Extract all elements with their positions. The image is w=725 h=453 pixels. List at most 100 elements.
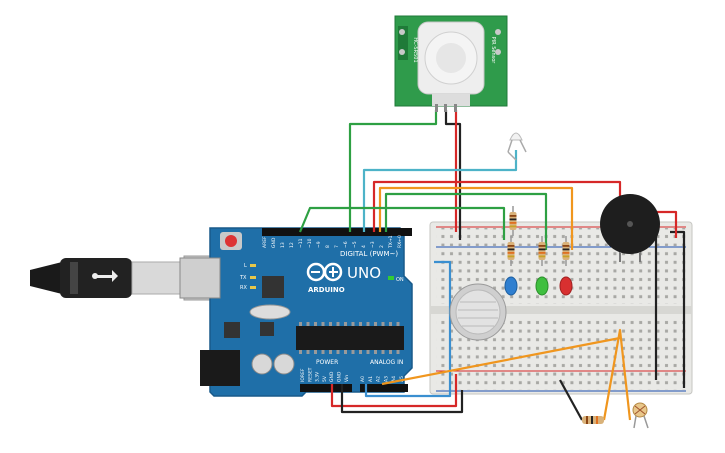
chip-pin [314,322,317,326]
digital-pin-label-13: 2 [379,245,385,248]
chip-pin [359,350,362,354]
breadboard [429,221,693,395]
gas-sensor-wire [364,260,452,398]
analog-pin-label-1: A1 [368,376,374,382]
analog-header-label: ANALOG IN [370,359,403,366]
power-pin-label-5: GND [337,371,343,382]
arduino-logo-icon [306,262,343,282]
resistor-3 [562,236,570,266]
red-led-wire [378,186,574,250]
digital-pin-label-14: TX→1 [388,235,394,249]
right-ground-rail-wire [670,230,686,388]
chip-pin [381,350,385,354]
chip-pin [329,322,332,326]
on-led [388,276,394,280]
chip-pin [336,322,340,326]
power-5v-wire [330,374,458,408]
digital-header-label: DIGITAL (PWM~) [340,250,398,258]
crystal [249,304,291,320]
usb-chip [262,276,284,298]
chip-pin [329,350,332,354]
resistor-1 [507,236,515,266]
rx-label: RX [240,285,247,291]
reset-button[interactable] [220,232,242,250]
photoresistor-leg-wire [602,328,632,421]
power-jack [200,350,240,386]
pir-left-text: HC-SR501 [412,37,418,62]
pir-motion-sensor-icon: HC-SR501 PIR Sensor [394,15,508,112]
analog-pin-label-4: A4 [391,376,397,382]
capacitor-small [260,322,274,336]
uno-label: UNO [347,264,381,282]
chip-pin [381,322,385,326]
on-label: ON [396,277,404,283]
chip-pin [396,350,400,354]
digital-pin-label-4: ~11 [298,238,304,248]
power-pin-label-6: Vin [344,375,350,382]
digital-pin-label-5: ~10 [307,238,313,248]
resistors [507,206,570,266]
pir-signal-wire [348,110,438,232]
capacitor-right [273,353,295,375]
atmega-chip [296,326,404,350]
chip-pin [306,350,310,354]
chip-pin [366,350,370,354]
power-pin-label-0: IOREF [300,368,306,382]
digital-pin-label-6: ~9 [316,241,322,248]
piezo-buzzer-icon [600,194,660,262]
digital-pin-label-10: ~5 [352,241,358,248]
chip-pin [321,322,325,326]
chip-pin [321,350,325,354]
chip-pin [344,322,347,326]
l-label: L [244,263,247,269]
digital-pin-label-9: ~6 [343,241,349,248]
chip-pin [314,350,317,354]
green-led-wire [384,192,548,250]
chip-pin [344,350,347,354]
digital-pin-label-3: 12 [289,242,295,248]
chip-pin [389,350,392,354]
pir-right-text: PIR Sensor [490,37,496,65]
digital-pin-label-7: 8 [325,245,331,248]
power-pin-label-2: 3.3V [315,371,321,382]
digital-pin-label-11: 4 [361,245,367,248]
analog-pin-label-0: A0 [360,376,366,382]
digital-pin-label-15: RX←0 [397,235,403,248]
power-header [300,384,352,392]
red-led [559,276,573,296]
power-pin-label-3: 5V [322,375,328,382]
photoresistor-signal-wire [381,336,621,386]
chip-pin [336,350,340,354]
chip-pin [299,350,302,354]
blue-led-wire [298,206,506,240]
tx-led [250,276,256,279]
green-led [535,276,549,296]
resistor-ground-wire [559,379,583,421]
chip-pin [351,350,355,354]
chip-pin [359,322,362,326]
resistor-2 [538,236,546,266]
blue-led [504,276,518,296]
analog-header [360,384,408,392]
chip-pin [351,322,355,326]
analog-pin-label-5: A5 [399,376,405,382]
tx-label: TX [239,275,247,281]
ground-wire [340,384,464,414]
digital-pin-label-1: GND [271,237,277,248]
digital-pin-label-8: 7 [334,245,340,248]
pulldown-resistor [582,416,604,424]
analog-pin-label-3: A3 [383,376,389,382]
capacitor-left [251,353,273,375]
rx-led [250,286,256,289]
chip-pin [389,322,392,326]
usb-port [179,257,221,299]
resistor-0 [509,206,517,236]
gas-sensor-icon [449,283,507,341]
center-channel [430,306,692,314]
digital-pin-label-12: ~3 [370,241,376,248]
chip-pin [374,350,377,354]
